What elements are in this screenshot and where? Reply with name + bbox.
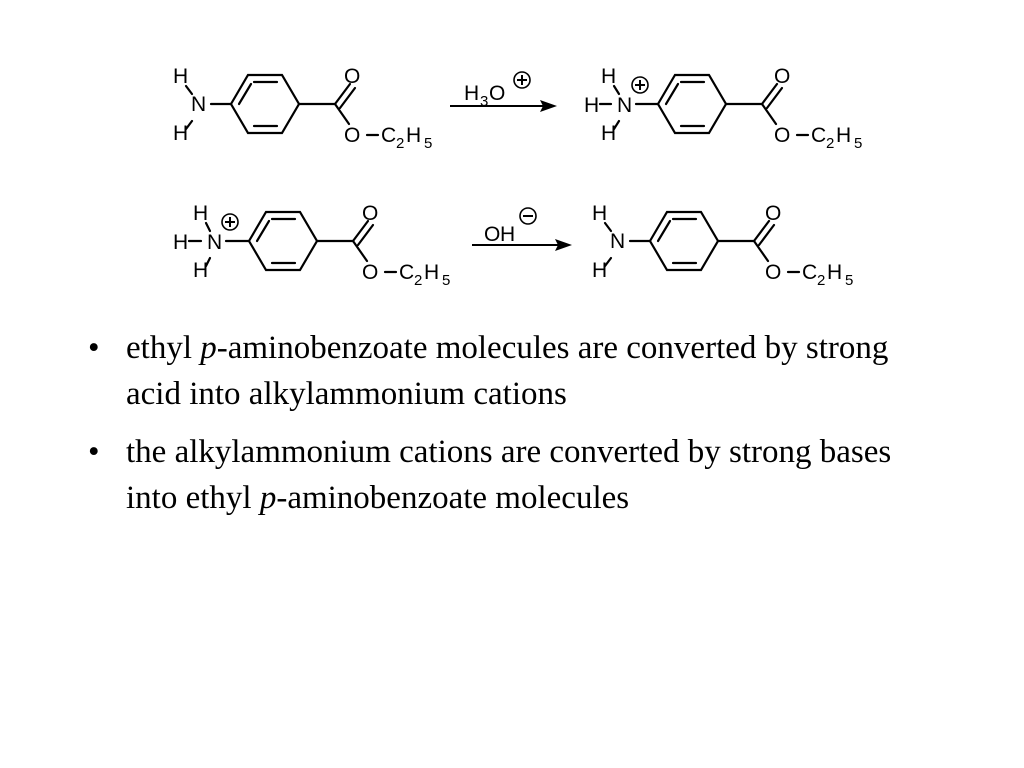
atom-n: N	[617, 94, 632, 117]
atom-h: H	[827, 261, 842, 284]
atom-o: O	[765, 261, 781, 284]
positive-charge-icon	[221, 213, 239, 231]
reagent-2: O H	[484, 207, 537, 246]
atom-n: N	[207, 231, 222, 254]
subscript: 2	[396, 135, 404, 152]
reagent-1: H 3 O	[464, 71, 531, 110]
bond	[752, 239, 770, 263]
subscript: 2	[817, 272, 825, 289]
reactant-2-molecule: H H N H O O C 2 H	[173, 202, 450, 289]
bond	[333, 102, 351, 126]
reaction-arrow-1	[450, 100, 557, 112]
atom-h: H	[173, 231, 188, 254]
atom-o: O	[774, 124, 790, 147]
benzene-ring	[656, 73, 728, 135]
bond	[237, 82, 253, 106]
atom-h: H	[464, 82, 479, 105]
atom-h: H	[601, 122, 616, 145]
bullet-list: • ethyl p-aminobenzoate molecules are co…	[88, 325, 948, 533]
atom-h: H	[592, 259, 607, 282]
atom-h: H	[500, 223, 515, 246]
reactant-1-molecule: H N H O O C 2 H 5	[173, 65, 432, 152]
atom-h: H	[406, 124, 421, 147]
atom-h: H	[592, 202, 607, 225]
benzene-ring	[648, 210, 720, 272]
negative-charge-icon	[519, 207, 537, 225]
bond	[612, 84, 621, 96]
bullet-item: • the alkylammonium cations are converte…	[88, 429, 948, 521]
atom-h: H	[601, 65, 616, 88]
bullet-text: -aminobenzoate molecules	[276, 480, 630, 516]
bond	[351, 239, 369, 263]
atom-n: N	[610, 230, 625, 253]
subscript: 2	[414, 272, 422, 289]
atom-o: O	[765, 202, 781, 225]
positive-charge-icon	[513, 71, 531, 89]
bond	[760, 102, 778, 126]
subscript: 5	[854, 135, 862, 152]
atom-c: C	[811, 124, 826, 147]
atom-h: H	[173, 122, 188, 145]
bond	[333, 82, 352, 106]
atom-c: C	[802, 261, 817, 284]
bond	[204, 221, 212, 233]
bullet-text-italic: p	[200, 330, 217, 366]
atom-c: C	[381, 124, 396, 147]
product-2-molecule: H N H O O C 2 H 5	[592, 202, 853, 289]
reaction-scheme: H N H O O C 2 H 5 H 3	[173, 65, 862, 289]
bond	[603, 221, 613, 233]
atom-o: O	[489, 82, 505, 105]
bullet-text-italic: p	[259, 480, 277, 516]
bond	[664, 82, 680, 106]
bullet-text: -aminobenzoate molecules are converted b…	[126, 330, 889, 412]
atom-o: O	[362, 202, 378, 225]
atom-o: O	[774, 65, 790, 88]
bullet-marker: •	[88, 330, 100, 366]
bond	[765, 86, 784, 110]
atom-c: C	[399, 261, 414, 284]
bullet-marker: •	[88, 434, 100, 470]
atom-o: O	[484, 223, 500, 246]
bond	[760, 82, 779, 106]
subscript: 5	[845, 272, 853, 289]
bond	[351, 219, 370, 243]
bond	[752, 219, 771, 243]
subscript: 5	[442, 272, 450, 289]
bond	[603, 256, 613, 268]
atom-h: H	[836, 124, 851, 147]
atom-o: O	[344, 124, 360, 147]
bond	[255, 219, 271, 243]
atom-n: N	[191, 93, 206, 116]
subscript: 2	[826, 135, 834, 152]
bond	[338, 86, 357, 110]
product-1-molecule: H H N H O O C 2 H	[584, 65, 862, 152]
bond	[184, 84, 194, 96]
subscript: 3	[480, 93, 488, 110]
bond	[204, 256, 212, 268]
benzene-ring	[247, 210, 319, 272]
benzene-ring	[229, 73, 301, 135]
atom-h: H	[584, 94, 599, 117]
bullet-item: • ethyl p-aminobenzoate molecules are co…	[88, 325, 948, 417]
positive-charge-icon	[631, 76, 649, 94]
bond	[757, 223, 776, 247]
bond	[184, 119, 194, 131]
subscript: 5	[424, 135, 432, 152]
atom-o: O	[362, 261, 378, 284]
atom-h: H	[424, 261, 439, 284]
bond	[612, 119, 621, 131]
bond	[356, 223, 375, 247]
bullet-text: the alkylammonium cations are converted …	[126, 434, 892, 516]
atom-h: H	[193, 259, 208, 282]
bullet-text: ethyl	[126, 330, 201, 366]
reaction-arrow-2	[472, 239, 572, 251]
atom-h: H	[193, 202, 208, 225]
bond	[656, 219, 672, 243]
atom-o: O	[344, 65, 360, 88]
atom-h: H	[173, 65, 188, 88]
